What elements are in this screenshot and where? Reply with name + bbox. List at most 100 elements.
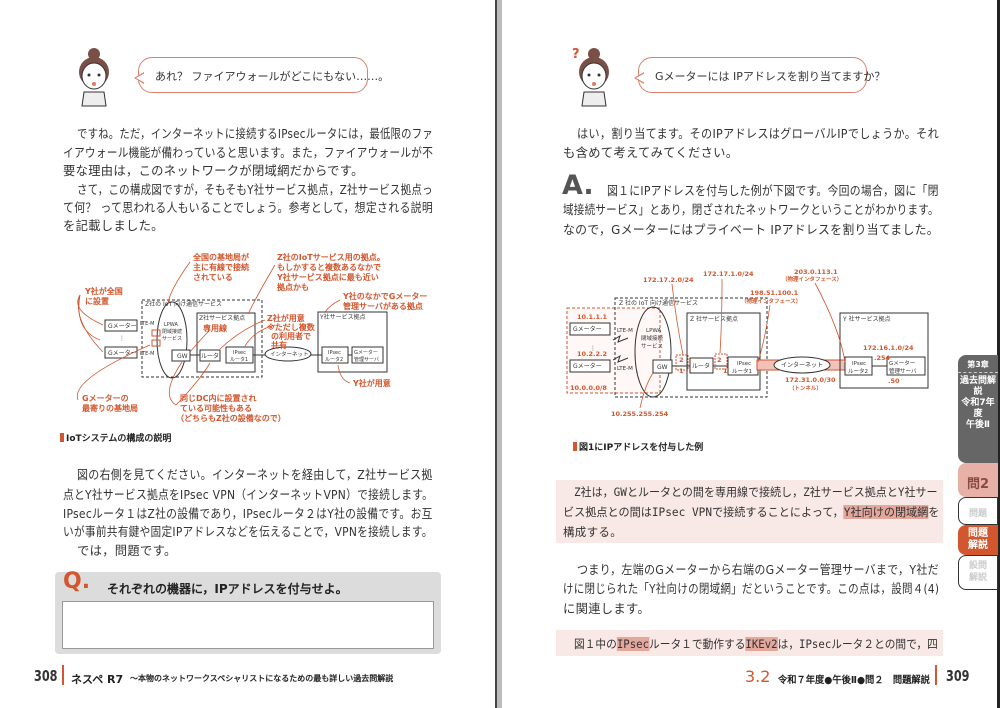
page-number: 309	[946, 667, 970, 685]
speech-bubble: Gメーターには IPアドレスを割り当てますか？	[634, 57, 885, 93]
tab-problem[interactable]: 問題	[958, 497, 998, 525]
answer-mark: A.	[562, 170, 594, 201]
diagram-shape	[612, 334, 629, 343]
diagram-label: Gメーター	[108, 322, 137, 330]
diagram-label: 主に有線で接続	[193, 262, 249, 272]
question-text: それぞれの機器に，IPアドレスを付与せよ。	[107, 582, 348, 596]
figure-caption: 図1にIPアドレスを付与した例	[573, 440, 703, 453]
diagram-label: Z社が用意	[267, 313, 305, 323]
diagram-label: Y社サービス拠点に最も近い	[276, 272, 379, 282]
diagram-shape	[175, 362, 211, 406]
diagram-label: IPsec	[233, 350, 246, 356]
diagram-shape	[317, 311, 388, 373]
text-line: て何？ って思われる人もいることでしょう。参考として，想定される説明	[63, 201, 434, 215]
diagram-shape	[639, 278, 846, 409]
diagram-shape	[244, 324, 276, 347]
diagram-label: 管理サーバがある拠点	[343, 301, 423, 311]
text-line: いが事前共有鍵や固定IPアドレスなどを伝えることで，VPNを接続します。	[63, 525, 433, 539]
diagram-shape	[76, 261, 351, 406]
diagram-label: 専用線	[203, 323, 227, 333]
diagram-label: 172.17.1.0/24	[703, 270, 754, 278]
tab-chapter[interactable]: 第3章 過去問解説 令和7年度 午後Ⅱ	[958, 355, 998, 463]
diagram-label: Gメーターの	[82, 393, 129, 403]
diagram-label: 管理サーバ	[889, 367, 917, 375]
diagram-label: 共有	[271, 340, 287, 350]
diagram-shape	[686, 312, 761, 391]
text-line: 要な理由は，このネットワークが閉域網だからです。	[63, 164, 364, 178]
diagram-shape	[337, 364, 351, 384]
text-line: 図の右側を見てください。インターネットを経由して，Z社サービス拠	[77, 468, 433, 482]
diagram-label: 10.0.0.0/8	[570, 384, 607, 392]
diagram-label: Y社が用意	[352, 378, 391, 388]
iot-system-diagram: Z社の IoT 向け通信サービス LPWA 閉域接続 サービス Gメーター ⋮ …	[76, 252, 427, 423]
text-line: を記載しました。	[63, 219, 164, 233]
text-line: 図１にIPアドレスを付与した例が下図です。今回の場合，図に「閉	[607, 184, 939, 198]
diagram-label: ルータ	[201, 352, 219, 360]
diagram-shape	[814, 282, 846, 363]
diagram-label: 1	[679, 367, 684, 375]
diagram-label: Gメーター	[889, 359, 915, 367]
diagram-label: インターネット	[781, 361, 823, 369]
diagram-label: Z 社サービス拠点	[690, 315, 738, 323]
character-avatar-icon	[79, 48, 109, 107]
z-service-frame	[614, 297, 768, 398]
diagram-label: 拠点かも	[276, 282, 309, 292]
diagram-label: 172.31.0.0/30	[785, 376, 836, 384]
diagram-shape	[92, 82, 96, 86]
z-base-box	[196, 312, 256, 373]
diagram-shape	[634, 306, 672, 398]
diagram-shape	[264, 346, 312, 362]
diagram-label: （トンネル）	[789, 384, 822, 392]
diagram-label: 203.0.113.1	[794, 268, 838, 276]
diagram-label: LTE-M	[140, 351, 154, 357]
diagram-label: ルータ2	[848, 367, 868, 375]
diagram-label: LTE-M	[140, 321, 154, 327]
tab-problem-explanation[interactable]: 問題解説	[958, 525, 998, 555]
diagram-label: ている可能性もある	[180, 403, 252, 413]
answer-field[interactable]	[62, 601, 434, 649]
diagram-shape	[757, 304, 771, 363]
diagram-shape	[569, 359, 611, 373]
highlighted-term: Y社向けの閉域網	[843, 505, 929, 519]
text-line: イアウォール機能が備わっていると思います。また，ファイアウォールが不	[63, 146, 434, 160]
tab-question-explanation[interactable]: 設問解説	[958, 555, 998, 590]
diagram-shape	[719, 278, 723, 354]
question-box: Q. それぞれの機器に，IPアドレスを付与せよ。	[55, 569, 441, 654]
z-service-frame	[141, 299, 263, 378]
diagram-shape	[88, 48, 100, 60]
diagram-label: もしかすると複数あるなかで	[277, 262, 381, 272]
diagram-label: Gメーター	[108, 349, 137, 357]
diagram-label: サービス	[162, 335, 182, 342]
diagram-label: Y 社サービス拠点	[842, 315, 891, 323]
diagram-label: IPsec	[852, 361, 866, 367]
diagram-label: 全国の基地局が	[192, 252, 250, 262]
diagram-shape	[581, 62, 607, 90]
diagram-shape	[97, 73, 101, 77]
tab-question-2[interactable]: 問2	[958, 463, 998, 497]
diagram-label: されている	[193, 273, 233, 282]
diagram-label: ルータ	[692, 362, 710, 370]
diagram-shape	[639, 372, 654, 409]
diagram-label: GW	[177, 353, 188, 360]
diagram-shape	[569, 322, 611, 336]
text-line: 域接続サービス」とあり，閉ざされたネットワークということがわかります。	[563, 203, 939, 217]
text-line: IPsecルータ１はZ社の設備であり，IPsecルータ２はY社の設備です。お互	[63, 507, 433, 521]
text-line: に関連します。	[563, 602, 650, 616]
diagram-label: ルータ1	[230, 356, 248, 363]
diagram-shape	[151, 329, 161, 337]
diagram-label: Y社が全国	[84, 286, 123, 296]
diagram-shape: Z社の IoT 向け通信サービス LPWA 閉域接続 サービス Gメーター ⋮ …	[76, 252, 427, 423]
diagram-label: （物理インタフェース）	[782, 275, 842, 283]
diagram-label: Y社サービス拠点	[319, 313, 366, 321]
diagram-label: LTE-M	[617, 328, 633, 334]
diagram-label: 172.17.2.0/24	[643, 276, 694, 284]
page-gutter	[497, 0, 502, 708]
text-line: なので，Gメーターにはプライベート IPアドレスを割り当てました。	[563, 223, 939, 237]
diagram-label: Gメーター	[354, 349, 378, 356]
diagram-label: ⋮	[590, 345, 596, 352]
diagram-label: （物理インタフェース）	[741, 297, 801, 305]
diagram-shape	[588, 48, 600, 60]
diagram-shape	[839, 312, 929, 389]
diagram-label: 管理サーバ	[354, 356, 379, 363]
text-line: ですね。ただ，インターネットに接続するIPsecルータには，最低限のファ	[77, 127, 433, 141]
